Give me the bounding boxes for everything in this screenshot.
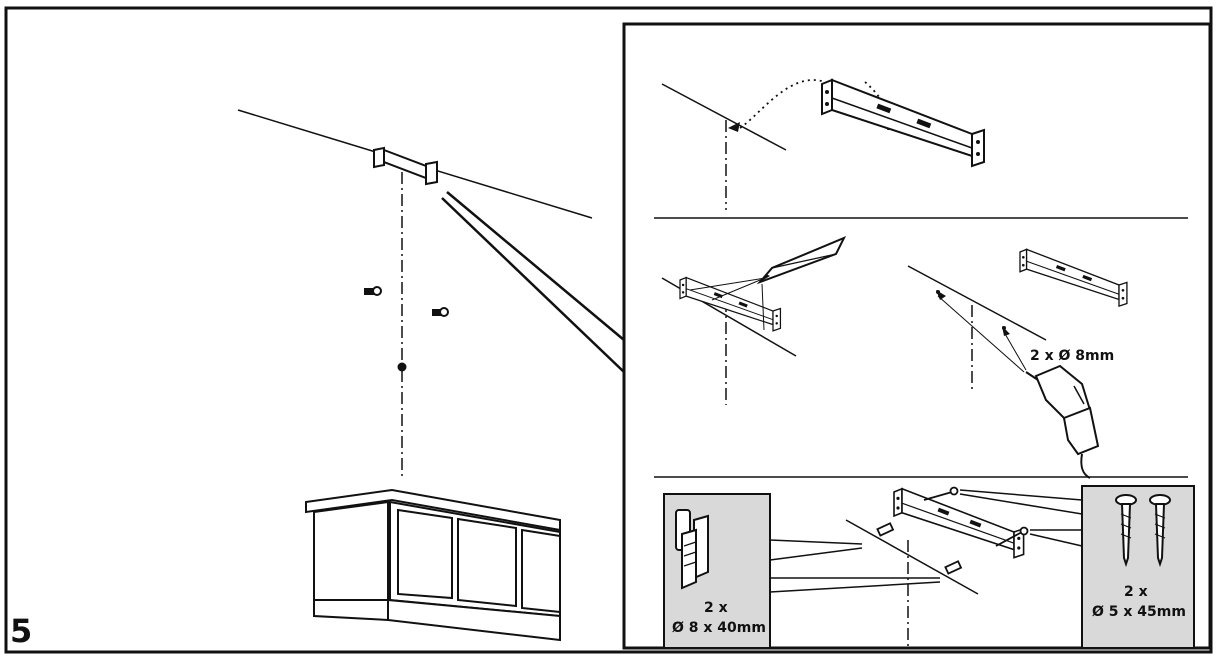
- leader-line: [959, 493, 1083, 515]
- wall-line: [661, 83, 787, 151]
- wall-plug-icon: [675, 509, 709, 590]
- wall-line: [845, 519, 979, 595]
- leader-line: [959, 489, 1083, 501]
- wall-plug-size: Ø 8 x 40mm: [672, 620, 766, 636]
- zoom-line-lower: [441, 197, 625, 373]
- screw-upper-icon: [923, 486, 959, 501]
- arrow-head-icon: [728, 122, 740, 132]
- dotted-arrow: [739, 79, 826, 129]
- screw-icon: [1115, 494, 1171, 568]
- substep-position-bracket: [661, 79, 985, 210]
- plug-upper-icon: [876, 522, 895, 537]
- screw-left-icon: [364, 286, 382, 296]
- leader-line: [769, 581, 941, 593]
- cabinet: [305, 488, 561, 642]
- screw-callout: [1081, 485, 1195, 649]
- screw-lower-icon: [995, 526, 1029, 547]
- leader-line: [769, 539, 863, 545]
- pencil-icon: [756, 236, 847, 285]
- substep-fix-bracket: 2 x Ø 8 x 40mm 2 x Ø 5 x 45mm: [663, 485, 1195, 649]
- bracket-small: [373, 146, 438, 186]
- drill-icon: [1025, 364, 1100, 479]
- substep-drill-holes: 2 x Ø 8mm: [907, 248, 1128, 479]
- plug-lower-icon: [944, 560, 963, 575]
- wall-plug-quantity: 2 x: [704, 600, 728, 616]
- step-number: 5: [10, 612, 32, 650]
- zoom-line-upper: [446, 191, 625, 341]
- wall-line: [907, 265, 1047, 341]
- substep-mark-holes: [661, 236, 847, 405]
- overview-scene: [237, 109, 625, 642]
- screw-quantity: 2 x: [1124, 584, 1148, 600]
- screw-size: Ø 5 x 45mm: [1092, 604, 1186, 620]
- drill-point-icon: [397, 362, 407, 372]
- screw-right-icon: [432, 307, 449, 317]
- drill-size-label: 2 x Ø 8mm: [1030, 348, 1114, 364]
- leader-line: [1029, 533, 1083, 547]
- leader-line: [769, 547, 863, 561]
